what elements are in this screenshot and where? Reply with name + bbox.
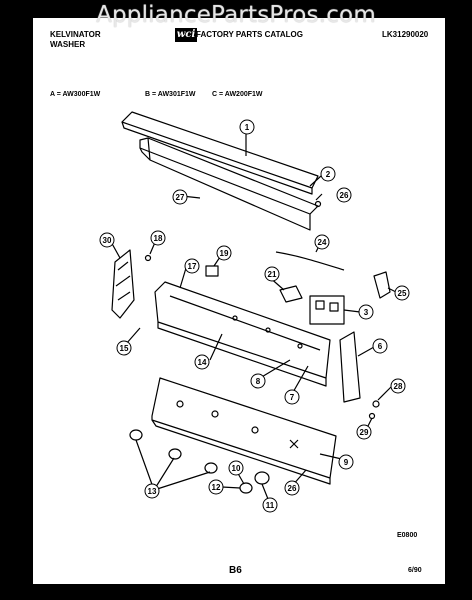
selector-switch bbox=[279, 285, 303, 303]
callout-8: 8 bbox=[250, 373, 266, 389]
knob-15c bbox=[204, 462, 218, 474]
product-label: WASHER bbox=[50, 40, 86, 49]
callout-29: 29 bbox=[356, 424, 372, 440]
callout-12: 12 bbox=[208, 479, 224, 495]
svg-text:14: 14 bbox=[198, 358, 207, 367]
svg-text:15: 15 bbox=[120, 344, 129, 353]
svg-text:18: 18 bbox=[154, 234, 163, 243]
svg-text:10: 10 bbox=[232, 464, 241, 473]
pressure-switch bbox=[373, 271, 391, 299]
catalog-title: FACTORY PARTS CATALOG bbox=[196, 30, 303, 39]
svg-text:24: 24 bbox=[318, 238, 327, 247]
model-b: B = AW301F1W bbox=[145, 91, 196, 98]
svg-text:9: 9 bbox=[344, 458, 349, 467]
svg-text:13: 13 bbox=[148, 487, 157, 496]
callout-2: 2 bbox=[320, 166, 336, 182]
knob-12 bbox=[239, 482, 253, 494]
watermark: AppliancePartsPros.com bbox=[96, 2, 376, 28]
end-cap bbox=[339, 331, 361, 403]
callout-6: 6 bbox=[372, 338, 388, 354]
callout-15: 13 bbox=[144, 483, 160, 499]
control-panel bbox=[154, 281, 331, 379]
svg-text:3: 3 bbox=[364, 308, 369, 317]
document-id: LK31290020 bbox=[382, 30, 429, 39]
callout-30: 30 bbox=[99, 232, 115, 248]
svg-text:17: 17 bbox=[188, 262, 197, 271]
callout-14: 15 bbox=[116, 340, 132, 356]
svg-text:27: 27 bbox=[176, 193, 185, 202]
callout-24: 25 bbox=[394, 285, 410, 301]
side-bracket bbox=[111, 249, 135, 319]
svg-text:26: 26 bbox=[340, 191, 349, 200]
callout-26-top: 26 bbox=[336, 187, 352, 203]
svg-text:30: 30 bbox=[103, 236, 112, 245]
callout-28: 28 bbox=[390, 378, 406, 394]
wci-logo: wci bbox=[175, 28, 197, 42]
svg-text:19: 19 bbox=[220, 249, 229, 258]
brand-label: KELVINATOR bbox=[50, 30, 101, 39]
svg-text:1: 1 bbox=[245, 123, 250, 132]
callout-19: 19 bbox=[216, 245, 232, 261]
svg-text:11: 11 bbox=[266, 501, 275, 510]
knob-15b bbox=[168, 448, 182, 460]
callout-21: 21 bbox=[264, 266, 280, 282]
callout-27: 27 bbox=[172, 189, 188, 205]
timer bbox=[309, 295, 345, 325]
svg-text:6: 6 bbox=[378, 342, 383, 351]
callout-1: 1 bbox=[239, 119, 255, 135]
lower-trim bbox=[151, 377, 337, 479]
page-number: B6 bbox=[229, 565, 242, 576]
callout-25: 26 bbox=[284, 480, 300, 496]
clip-19 bbox=[205, 265, 219, 277]
callout-22: 24 bbox=[314, 234, 330, 250]
svg-text:8: 8 bbox=[256, 377, 261, 386]
callout-3: 3 bbox=[358, 304, 374, 320]
callout-9: 9 bbox=[338, 454, 354, 470]
svg-text:26: 26 bbox=[288, 484, 297, 493]
svg-text:25: 25 bbox=[398, 289, 407, 298]
model-c: C = AW200F1W bbox=[212, 91, 263, 98]
knob-11 bbox=[254, 471, 270, 485]
svg-text:29: 29 bbox=[360, 428, 369, 437]
svg-text:7: 7 bbox=[290, 393, 295, 402]
callout-7: 7 bbox=[284, 389, 300, 405]
catalog-page bbox=[33, 18, 445, 584]
callout-13: 14 bbox=[194, 354, 210, 370]
wire-harness bbox=[275, 251, 345, 271]
figure-code: E0800 bbox=[397, 532, 418, 539]
knob-15a bbox=[129, 429, 143, 441]
callout-11: 11 bbox=[262, 497, 278, 513]
console-rear-panel bbox=[139, 137, 319, 215]
svg-text:2: 2 bbox=[326, 170, 331, 179]
model-a: A = AW300F1W bbox=[50, 91, 101, 98]
svg-text:28: 28 bbox=[394, 382, 403, 391]
callout-18: 18 bbox=[150, 230, 166, 246]
callout-10: 10 bbox=[228, 460, 244, 476]
console-top-cover bbox=[121, 111, 319, 189]
callout-17: 17 bbox=[184, 258, 200, 274]
svg-text:12: 12 bbox=[212, 483, 221, 492]
revision-date: 6/90 bbox=[408, 567, 422, 574]
svg-text:21: 21 bbox=[268, 270, 277, 279]
